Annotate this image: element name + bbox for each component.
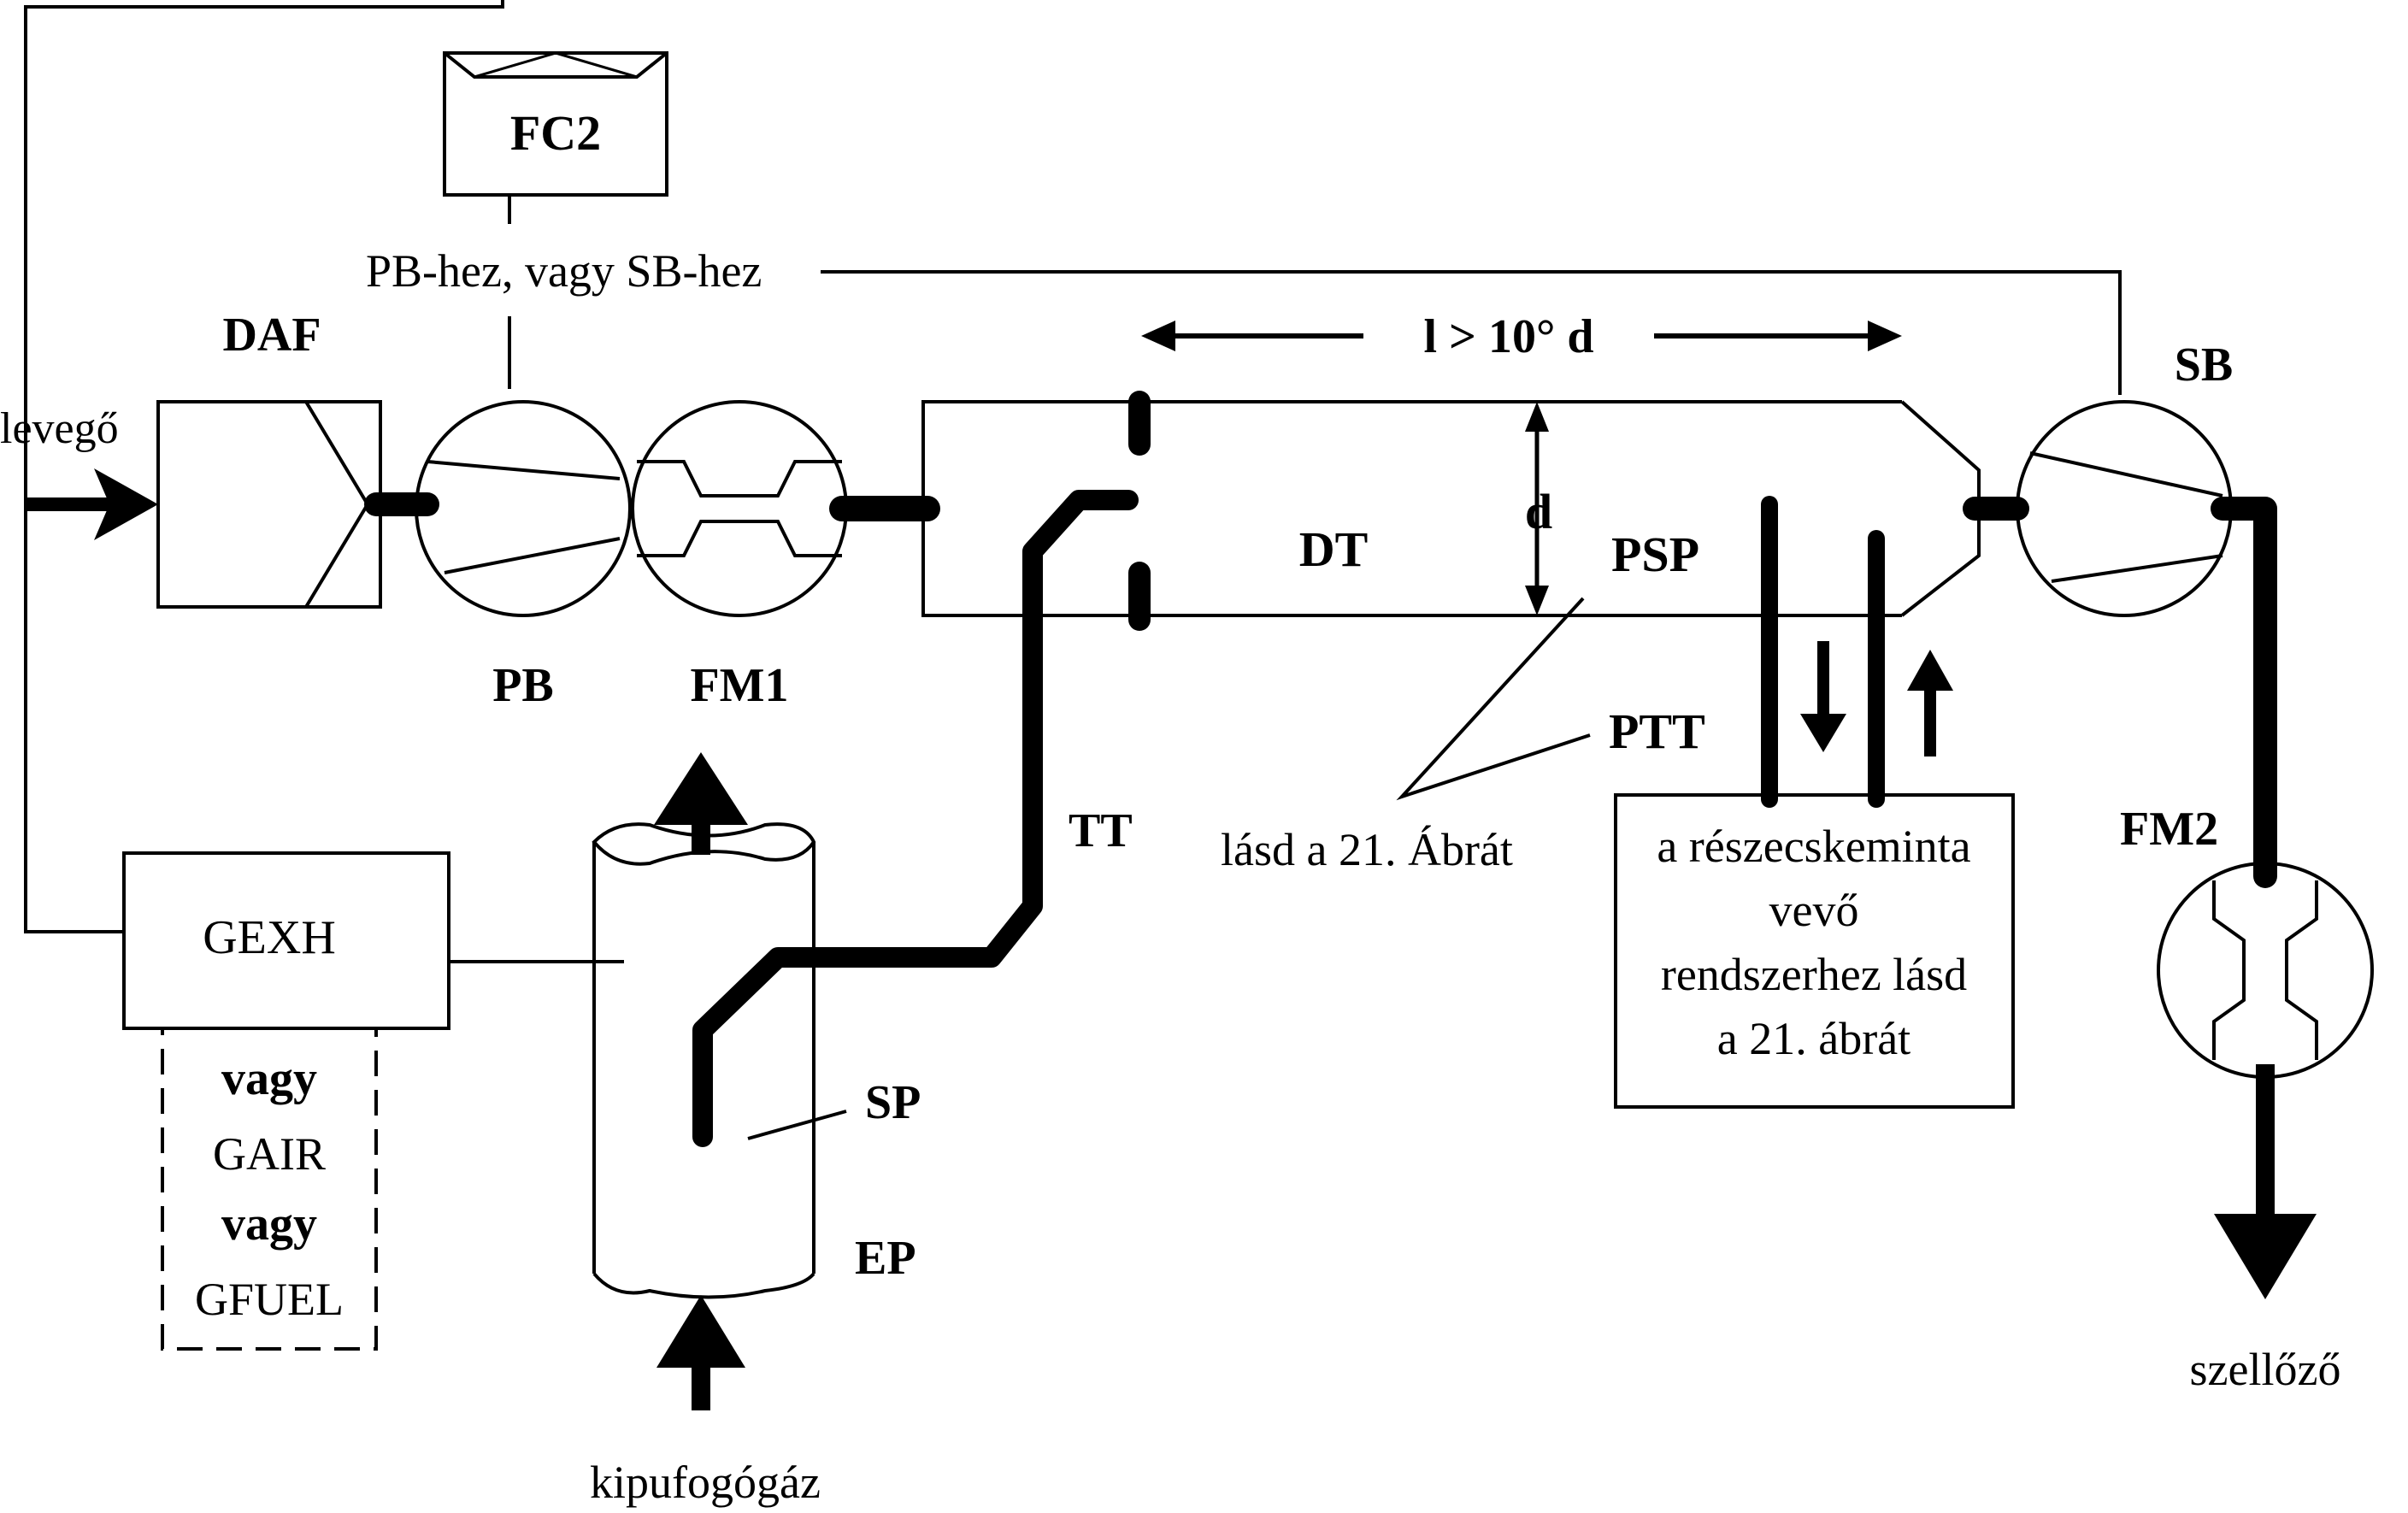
alternatives-box	[161, 1027, 378, 1351]
fm1-label: FM1	[690, 659, 788, 712]
flow-up-arrow	[1907, 650, 1953, 756]
vent-arrow	[2214, 1064, 2317, 1299]
see-figure-label: lásd a 21. Ábrát	[1221, 824, 1513, 875]
pb-or-sb-label: PB-hez, vagy SB-hez	[366, 245, 762, 297]
sampler-text-3: rendszerhez lásd	[1661, 949, 1967, 1000]
flow-down-arrow	[1800, 641, 1846, 752]
gair-label: GAIR	[213, 1128, 326, 1180]
fc2-flow-controller: FC2	[443, 51, 668, 197]
air-inlet-label: levegő	[0, 404, 119, 453]
pb-pressure-blower	[415, 400, 632, 617]
fc2-to-sb-line	[821, 270, 2122, 395]
or-label-1: vagy	[221, 1052, 317, 1105]
gfuel-label: GFUEL	[195, 1274, 344, 1325]
daf-dilution-air-filter	[156, 400, 382, 609]
length-dimension: l > 10° d	[1141, 310, 1902, 363]
tt-transfer-tube	[692, 490, 1139, 1147]
sp-label: SP	[865, 1076, 921, 1129]
daf-label: DAF	[222, 309, 321, 362]
air-inlet-arrow	[26, 468, 158, 540]
dt-dilution-tunnel	[921, 400, 1981, 617]
d-label: d	[1525, 484, 1552, 539]
ep-outlet-arrow	[654, 752, 748, 855]
ep-label: EP	[855, 1232, 916, 1285]
fm1-flow-meter	[631, 400, 848, 617]
pb-label: PB	[492, 659, 554, 712]
diameter-dimension: d	[1525, 402, 1552, 615]
exhaust-inlet-arrow	[656, 1295, 745, 1410]
gexh-signal-line	[24, 0, 504, 933]
fc2-label: FC2	[510, 105, 601, 161]
exhaust-label: kipufogógáz	[590, 1457, 821, 1508]
length-label: l > 10° d	[1423, 310, 1593, 363]
ptt-label: PTT	[1609, 704, 1705, 759]
control-lines	[24, 0, 2122, 1140]
sampler-text-1: a részecskeminta	[1657, 821, 1970, 872]
psp-label: PSP	[1611, 527, 1699, 582]
vent-label: szellőző	[2190, 1344, 2341, 1395]
sampler-text-4: a 21. ábrát	[1717, 1013, 1911, 1064]
particle-sampler-box	[1614, 793, 2015, 1109]
tt-label: TT	[1069, 804, 1133, 857]
or-label-2: vagy	[221, 1198, 317, 1251]
fm2-flow-meter	[2157, 862, 2374, 1079]
sp-pointer	[747, 1110, 847, 1140]
psp-ptt-pointer	[1396, 597, 1591, 801]
dt-label: DT	[1299, 521, 1369, 577]
sb-suction-blower	[2016, 400, 2233, 617]
ep-exhaust-pipe	[592, 822, 816, 1299]
sb-fm2-pipe	[2211, 497, 2277, 888]
sampler-text-2: vevő	[1769, 885, 1859, 936]
fm2-label: FM2	[2120, 803, 2218, 856]
sb-label: SB	[2175, 339, 2234, 391]
gexh-label: GEXH	[203, 911, 336, 964]
